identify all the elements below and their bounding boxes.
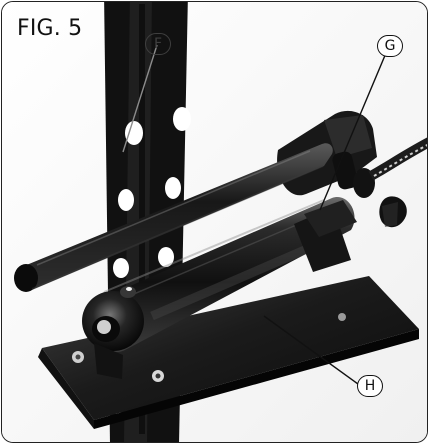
hose-spring-illustration: [368, 137, 427, 181]
figure-title: FIG. 5: [17, 16, 83, 41]
callout-f: F: [145, 33, 171, 55]
leader-lines: [122, 44, 387, 385]
base-plate-illustration: [38, 276, 419, 429]
callout-g: G: [377, 35, 403, 57]
callout-h: H: [357, 375, 383, 397]
pump-cylinder-illustration: [82, 196, 357, 379]
pump-photo: [2, 2, 427, 442]
handle-illustration: [14, 143, 333, 292]
